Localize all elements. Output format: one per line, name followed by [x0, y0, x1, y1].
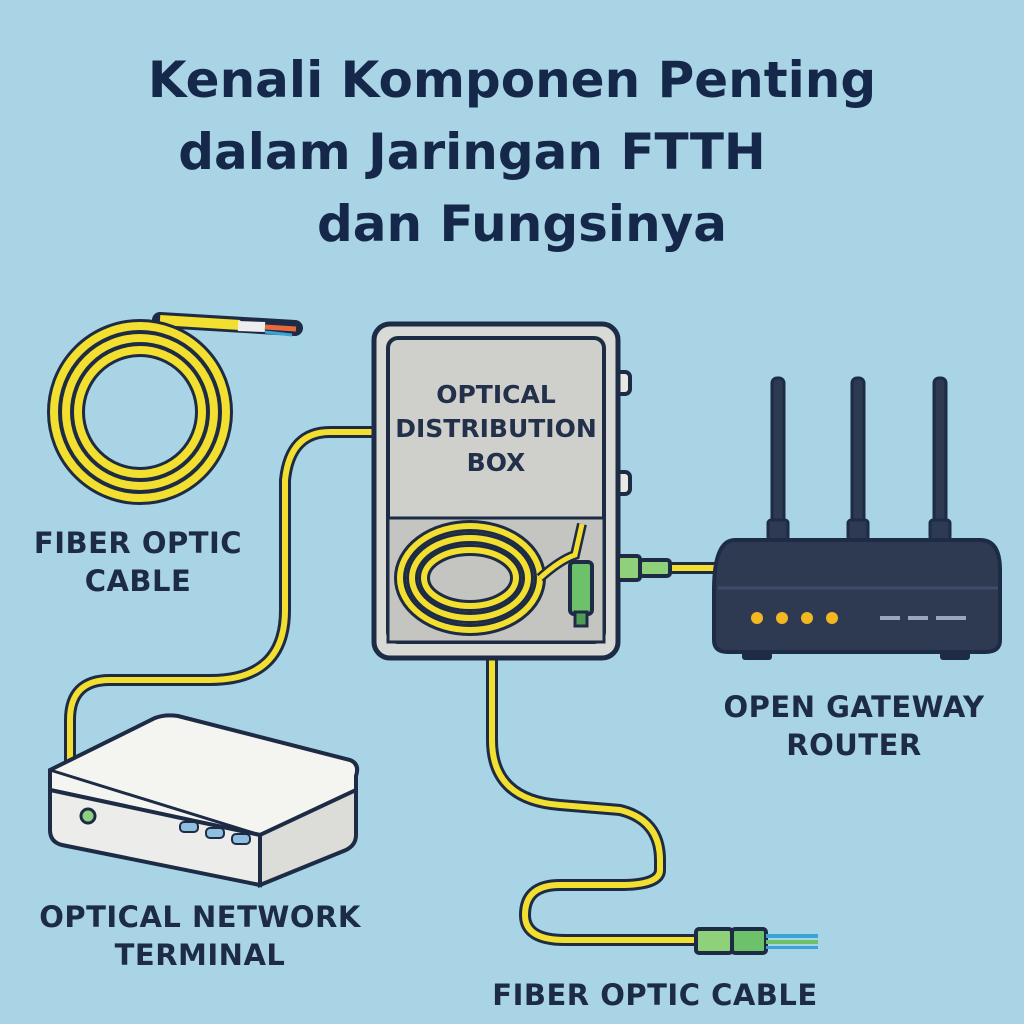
optical-distribution-box: [371, 321, 672, 661]
router-label-line-1: OPEN GATEWAY: [723, 690, 985, 724]
cable-to-ont: [64, 426, 384, 766]
router-label-line-2: ROUTER: [786, 728, 922, 762]
fiber-cable-end-label: FIBER OPTIC CABLE: [470, 976, 840, 1014]
ont-label: OPTICAL NETWORK TERMINAL: [30, 898, 370, 974]
title-line-2: dalam Jaringan FTTH: [178, 123, 766, 181]
distribution-box-label-line-2: DISTRIBUTION: [395, 414, 597, 443]
distribution-box-label-line-1: OPTICAL: [436, 380, 556, 409]
fiber-cable-end: [694, 927, 818, 955]
fiber-cable-coil-label-line-2: CABLE: [84, 564, 192, 598]
title-line-1: Kenali Komponen Penting: [147, 51, 877, 109]
ont-label-line-1: OPTICAL NETWORK: [39, 900, 361, 934]
fiber-cable-coil-label: FIBER OPTIC CABLE: [28, 524, 248, 600]
distribution-box-label-line-3: BOX: [466, 448, 526, 477]
page-title: Kenali Komponen Penting dalam Jaringan F…: [0, 44, 1024, 260]
fiber-cable-coil-label-line-1: FIBER OPTIC: [33, 526, 243, 560]
distribution-box-label: OPTICAL DISTRIBUTION BOX: [388, 378, 604, 480]
router-label: OPEN GATEWAY ROUTER: [704, 688, 1004, 764]
cable-to-end: [486, 654, 706, 946]
ont-label-line-2: TERMINAL: [114, 938, 286, 972]
open-gateway-router: [712, 376, 1002, 660]
fiber-cable-end-label-line-1: FIBER OPTIC CABLE: [492, 978, 818, 1012]
fiber-cable-coil: [47, 312, 303, 505]
title-line-3: dan Fungsinya: [316, 195, 727, 253]
optical-network-terminal: [48, 713, 360, 888]
